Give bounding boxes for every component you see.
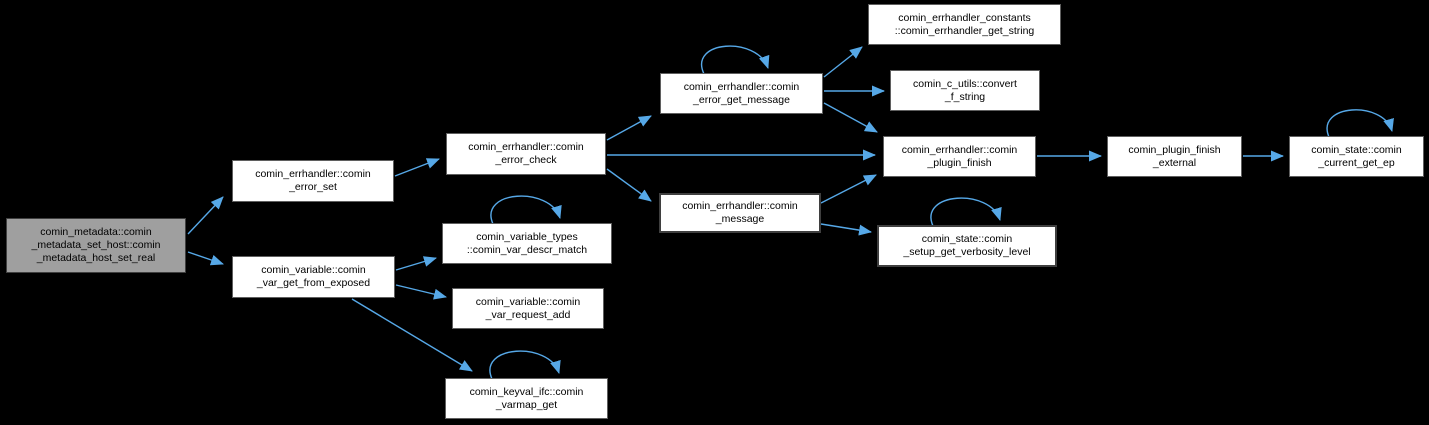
edge-error-set-to-error-check bbox=[394, 158, 440, 177]
edge-start-to-error-set bbox=[187, 196, 224, 235]
loop-error-get-message bbox=[700, 45, 770, 75]
node-comin-metadata-host-set-real: comin_metadata::comin _metadata_set_host… bbox=[6, 218, 186, 273]
edge-error-check-to-message bbox=[606, 168, 652, 202]
node-comin-current-get-ep[interactable]: comin_state::comin _current_get_ep bbox=[1289, 136, 1424, 177]
edge-var-get-to-descr-match bbox=[395, 256, 437, 271]
node-comin-error-set[interactable]: comin_errhandler::comin _error_set bbox=[232, 160, 394, 202]
edge-error-get-message-to-errhandler-get-string bbox=[823, 46, 863, 78]
edge-message-to-plugin-finish bbox=[820, 174, 877, 204]
node-comin-error-get-message[interactable]: comin_errhandler::comin _error_get_messa… bbox=[660, 73, 823, 114]
edge-var-get-to-request-add bbox=[395, 284, 447, 300]
loop-current-get-ep bbox=[1326, 109, 1394, 138]
node-comin-error-check[interactable]: comin_errhandler::comin _error_check bbox=[446, 133, 606, 175]
node-comin-var-request-add[interactable]: comin_variable::comin _var_request_add bbox=[452, 288, 604, 329]
node-comin-var-descr-match[interactable]: comin_variable_types ::comin_var_descr_m… bbox=[442, 223, 612, 264]
node-comin-message[interactable]: comin_errhandler::comin _message bbox=[659, 193, 821, 233]
node-comin-plugin-finish[interactable]: comin_errhandler::comin _plugin_finish bbox=[883, 136, 1036, 177]
edge-error-check-to-error-get-message bbox=[606, 115, 652, 141]
loop-verbosity-level bbox=[930, 197, 1002, 227]
node-comin-errhandler-get-string[interactable]: comin_errhandler_constants ::comin_errha… bbox=[868, 4, 1061, 45]
loop-descr-match bbox=[490, 195, 562, 225]
edge-error-get-message-to-plugin-finish bbox=[823, 102, 878, 133]
edge-message-to-verbosity-level bbox=[820, 223, 872, 236]
node-comin-plugin-finish-external[interactable]: comin_plugin_finish _external bbox=[1107, 136, 1242, 177]
loop-varmap-get bbox=[489, 350, 561, 380]
node-comin-setup-get-verbosity-level[interactable]: comin_state::comin _setup_get_verbosity_… bbox=[877, 225, 1057, 267]
node-convert-f-string[interactable]: comin_c_utils::convert _f_string bbox=[890, 70, 1040, 111]
edge-var-get-to-varmap-get bbox=[351, 298, 473, 372]
edge-start-to-var-get-from-exposed bbox=[187, 251, 224, 266]
node-comin-varmap-get[interactable]: comin_keyval_ifc::comin _varmap_get bbox=[445, 378, 608, 419]
node-comin-var-get-from-exposed[interactable]: comin_variable::comin _var_get_from_expo… bbox=[232, 256, 395, 298]
